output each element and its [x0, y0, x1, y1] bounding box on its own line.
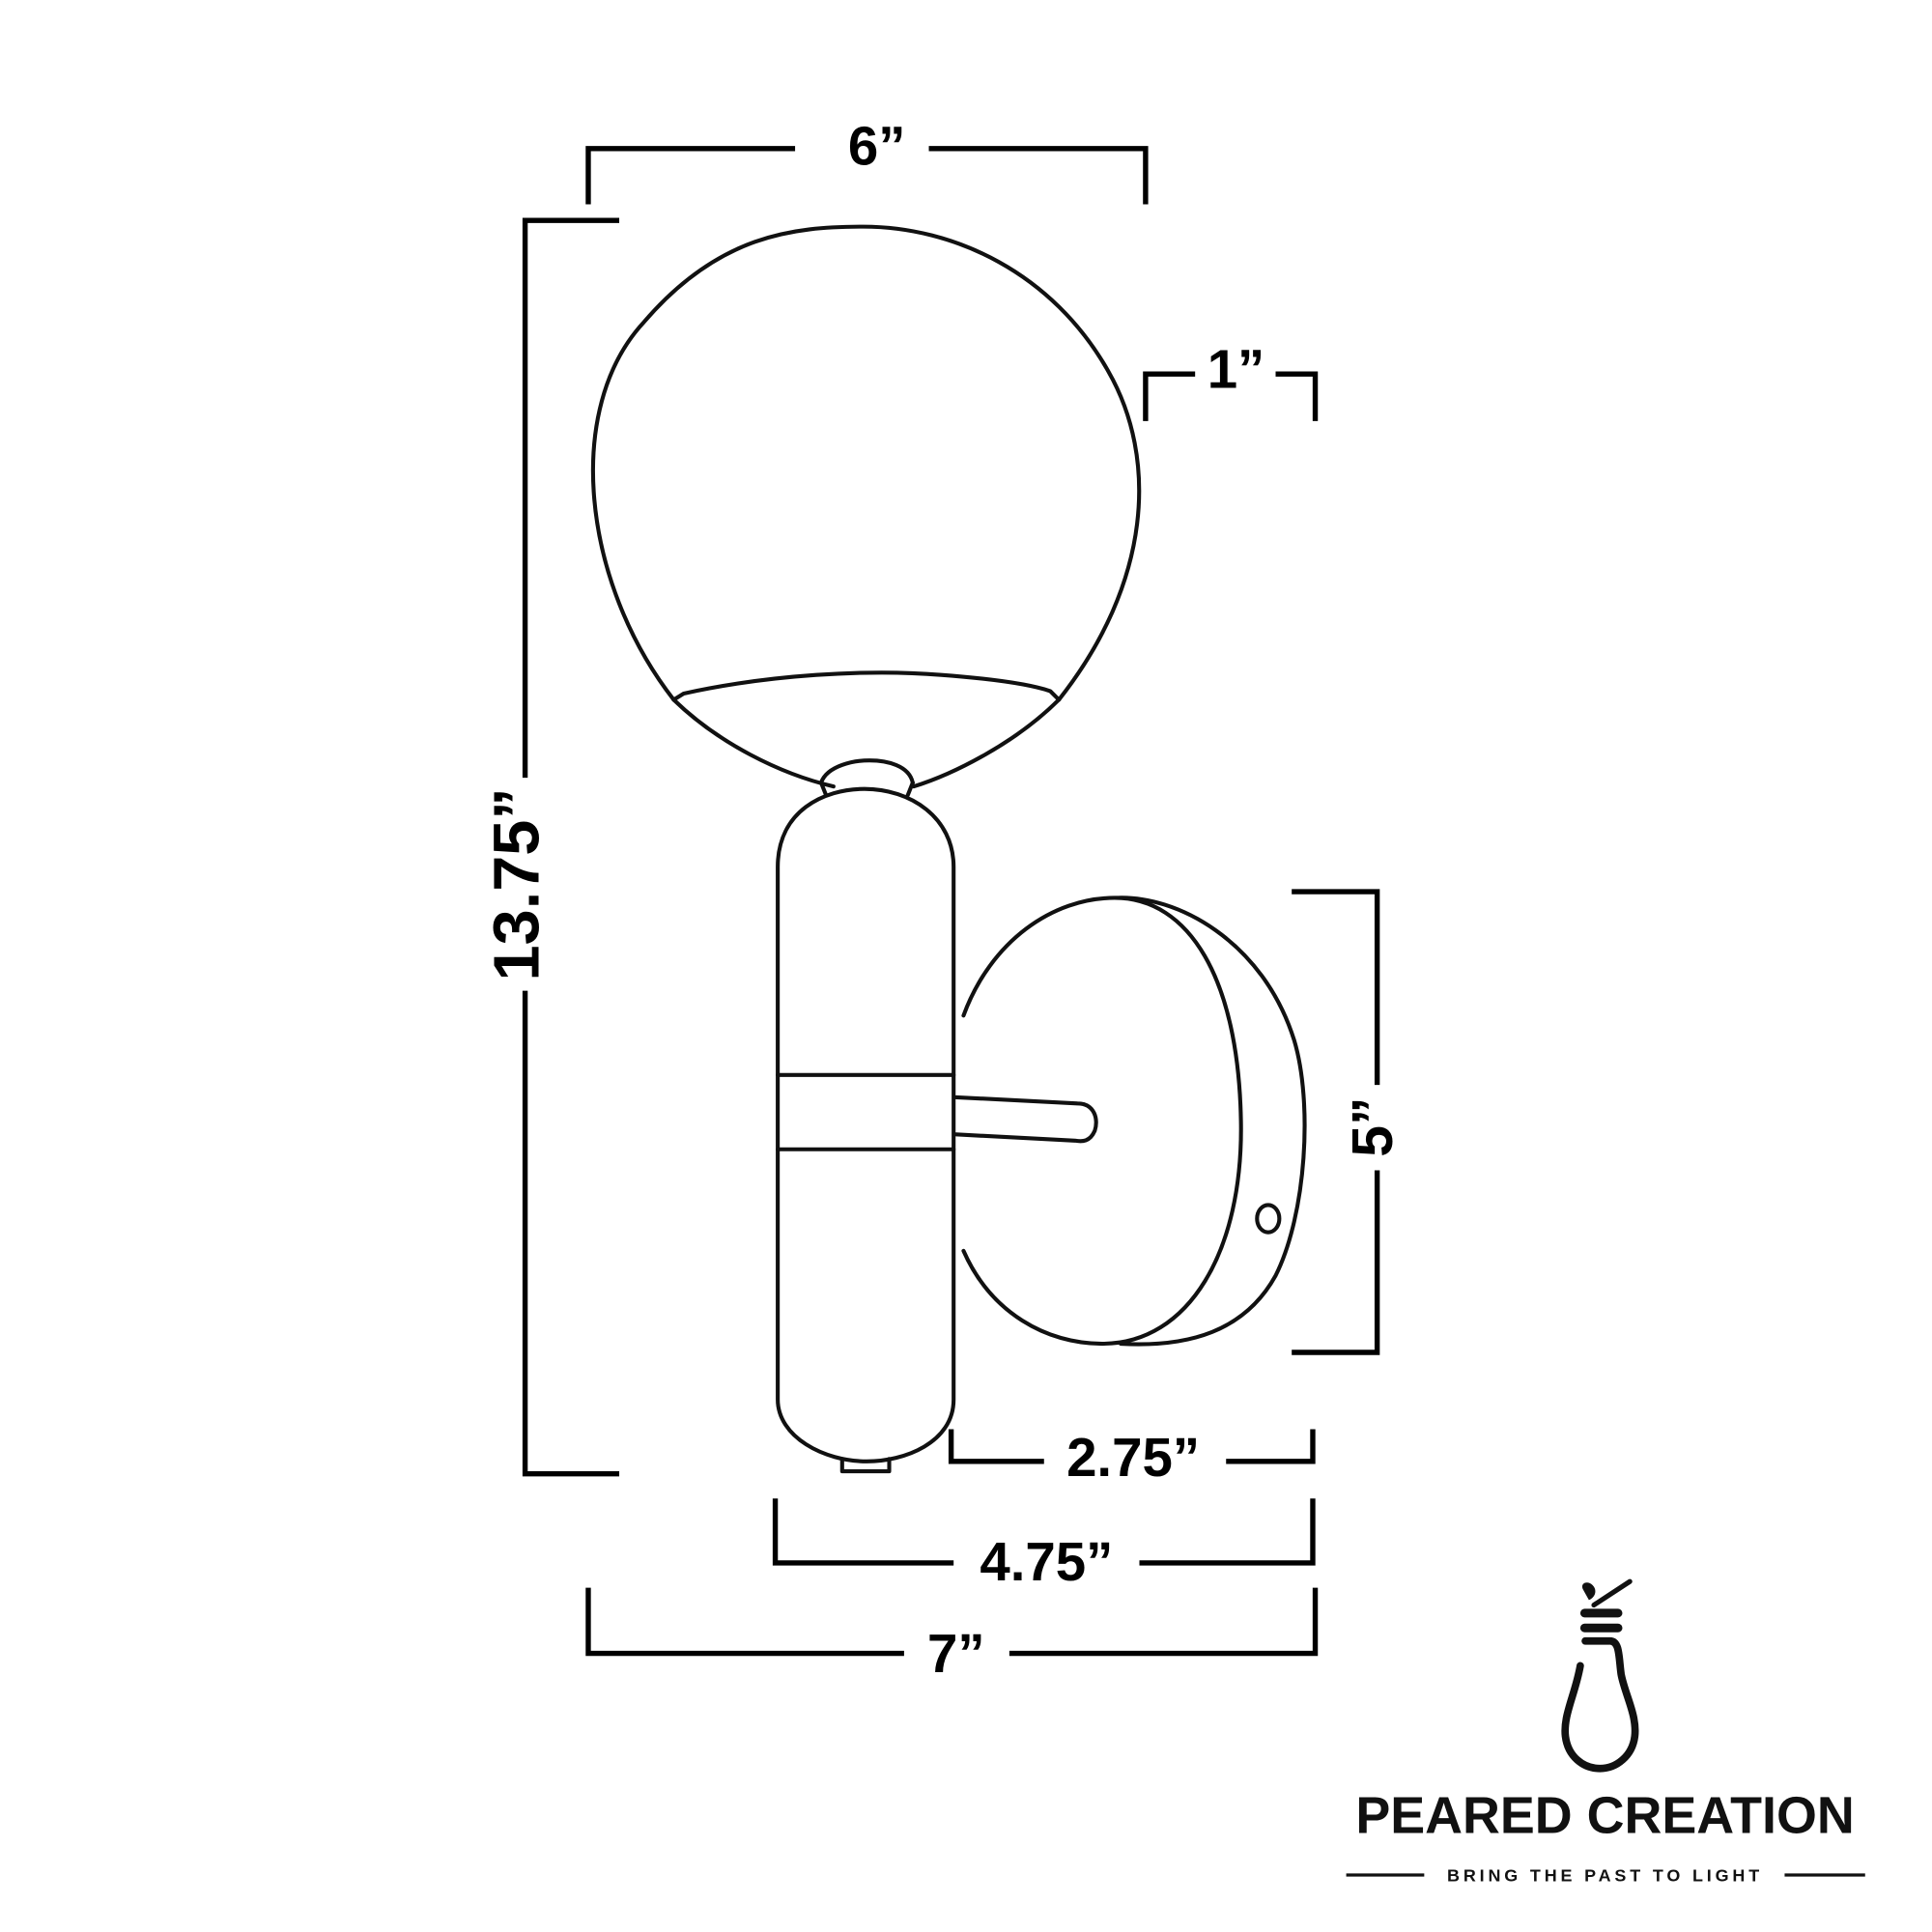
label-6in: 6” [848, 116, 906, 177]
dimension-backplate-height: 5” [1292, 889, 1405, 1355]
label-13-75in: 13.75” [482, 787, 554, 980]
brand-logo: PEARED CREATION BRING THE PAST TO LIGHT [1346, 1578, 1865, 1885]
dimension-globe-width: 6” [585, 116, 1149, 205]
label-2-75in: 2.75” [1066, 1427, 1200, 1488]
lamp-body [776, 786, 956, 1474]
dimension-backplate-depth: 2.75” [948, 1427, 1316, 1488]
label-7in: 7” [927, 1623, 985, 1684]
arm [953, 1094, 1098, 1144]
pear-lightbulb-icon [1561, 1578, 1639, 1773]
label-5in: 5” [1342, 1097, 1405, 1157]
dimension-total-height: 13.75” [482, 217, 620, 1477]
globe-shade [590, 224, 1142, 789]
label-1in: 1” [1208, 338, 1265, 399]
label-4-75in: 4.75” [980, 1531, 1113, 1592]
brand-name: PEARED CREATION [1355, 1786, 1854, 1844]
backplate [961, 895, 1307, 1347]
brand-tagline: BRING THE PAST TO LIGHT [1447, 1865, 1763, 1885]
dimension-total-depth: 7” [585, 1587, 1319, 1684]
dimension-arm-extension: 4.75” [772, 1498, 1316, 1592]
neck-collar [818, 758, 915, 798]
dimension-globe-offset: 1” [1143, 338, 1319, 421]
